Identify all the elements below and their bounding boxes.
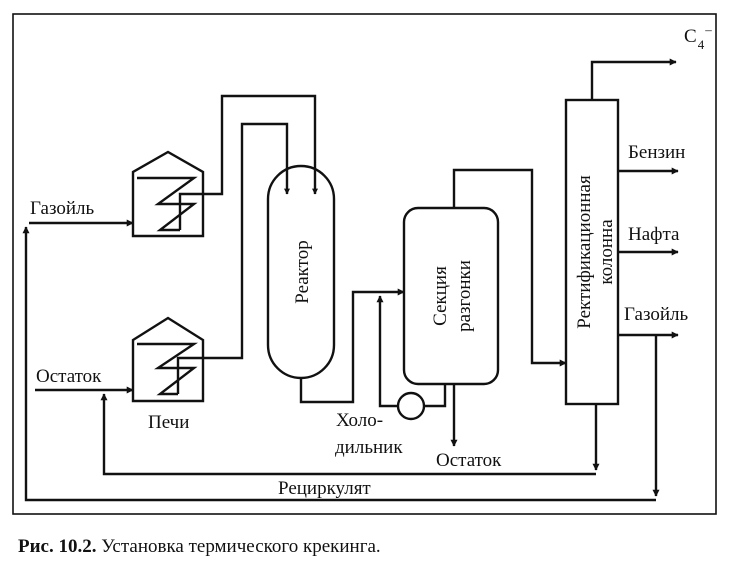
residue-out-label: Остаток [436,450,502,471]
furnace-bottom-to-reactor-line [176,122,290,394]
cooler-label-line2: дильник [335,437,403,458]
separation-section-vessel [402,206,500,386]
furnaces-label: Печи [148,412,189,433]
column-label-line2: колонна [596,219,617,285]
separation-to-column-line [452,168,567,367]
naphtha-label: Нафта [628,224,680,245]
furnace-top-to-reactor-line [178,94,318,230]
recycle-line-inner [100,393,596,476]
recycle-label: Рециркулят [278,478,371,499]
rectification-column [564,98,620,406]
quench-to-reactor-line [376,295,398,408]
residue-in-label: Остаток [36,366,102,387]
c4-label-sub: 4 [698,37,705,52]
separation-label-line1: Секция [430,266,451,326]
c4-label-base: C [684,26,697,47]
c4-label-sup: – [704,22,712,37]
figure-caption-number: Рис. 10.2. [18,536,97,557]
separation-label-line2: разгонки [454,260,475,332]
figure-caption: Рис. 10.2. Установка термического крекин… [18,536,381,557]
figure-frame [12,13,717,515]
column-label-line1: Ректификационная [574,175,595,329]
reactor-to-separation-line [299,288,405,404]
gasoil-out-label: Газойль [624,304,688,325]
figure-caption-text: Установка термического крекинга. [97,536,381,557]
cooler-symbol [396,391,426,421]
reactor-label: Реактор [292,240,313,303]
gasoil-in-label: Газойль [30,198,94,219]
recycle-line-outer [22,226,656,502]
c4-product-line [590,58,677,100]
cooler-label-line1: Холо- [336,410,383,431]
gasoline-label: Бензин [628,142,685,163]
cooler-outlet-line [424,384,447,408]
furnace-bottom [131,316,205,403]
c4-label: C4– [684,22,712,52]
furnace-top [131,150,205,238]
